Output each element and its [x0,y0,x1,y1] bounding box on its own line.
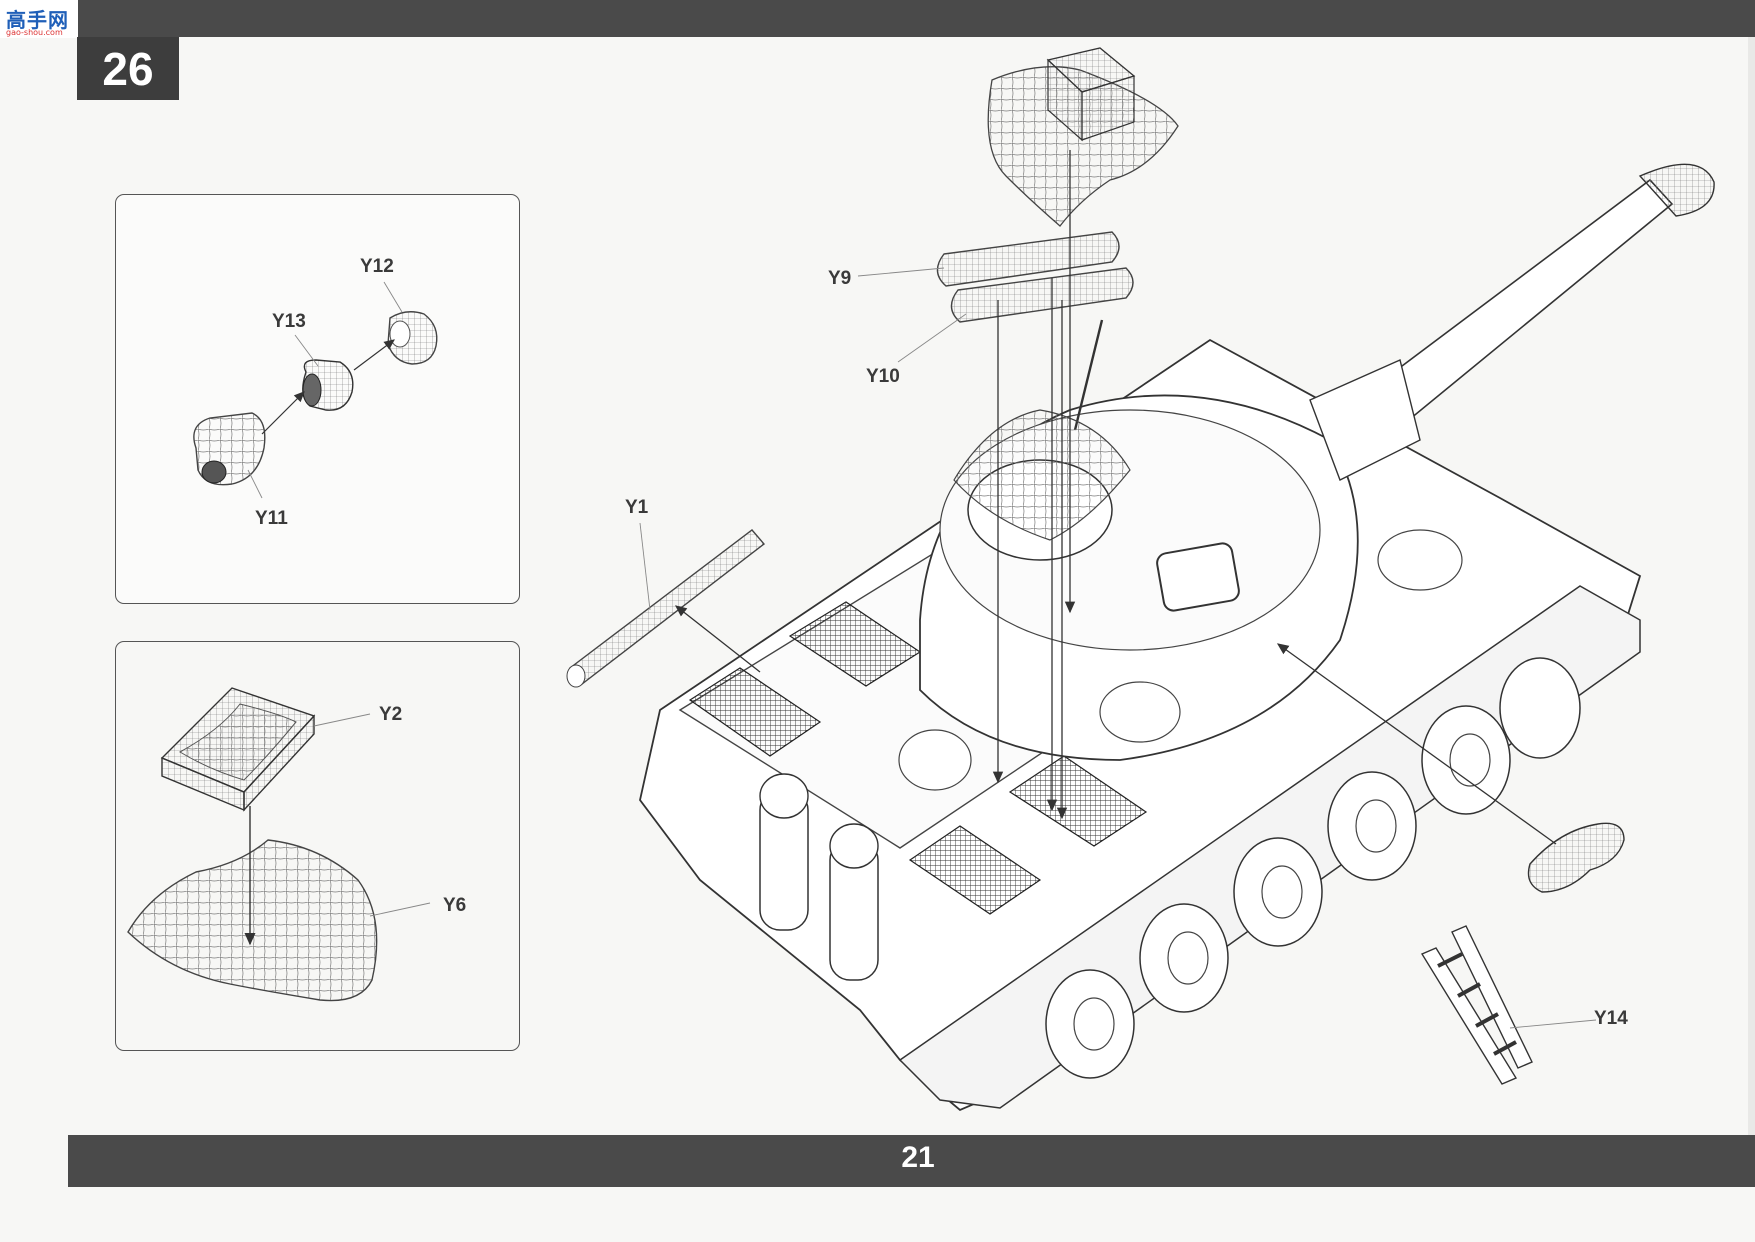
part-y6 [127,839,378,1002]
page-number: 21 [901,1141,935,1174]
label-y2: Y2 [379,704,403,725]
part-y1 [566,529,766,688]
tank-drawing [639,163,1715,1112]
logo-text: 高手网 [6,8,69,32]
part-y11 [193,412,266,486]
part-y13 [302,359,354,411]
label-y12: Y12 [360,256,394,277]
logo-subtext: gao-shou.com [6,28,63,37]
inset-panel-net-crate [115,641,520,1051]
page-edge [1748,37,1755,1187]
label-y14: Y14 [1594,1008,1628,1029]
part-net-crate [987,47,1179,227]
part-bundle [1527,822,1625,893]
part-y9 [936,231,1120,287]
label-y9: Y9 [828,268,852,289]
label-y6: Y6 [443,895,467,916]
footer-bar: 21 [68,1135,1755,1187]
header-bar [78,0,1755,37]
part-y10 [950,267,1134,323]
site-logo: 高手网 gao-shou.com [0,0,78,38]
part-y2 [160,687,316,812]
part-y14 [1420,925,1533,1085]
label-y10: Y10 [866,366,900,387]
label-y1: Y1 [625,497,649,518]
label-y11: Y11 [255,508,288,529]
step-number-badge: 26 [77,37,179,100]
label-y13: Y13 [272,311,306,332]
part-y12 [387,311,438,365]
